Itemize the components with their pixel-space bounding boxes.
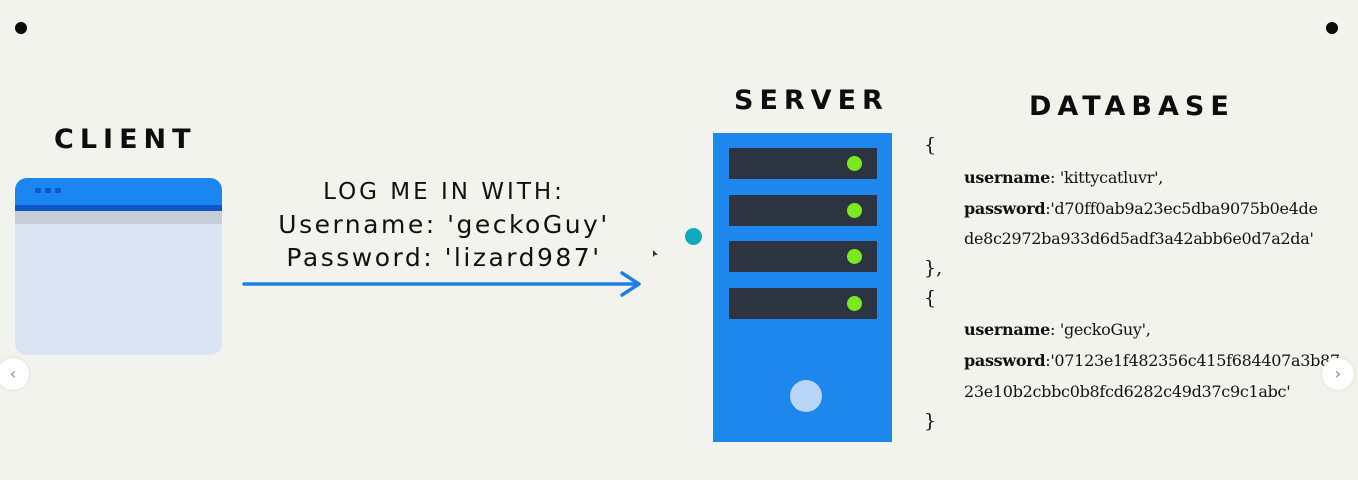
request-heading: LOG ME IN WITH: — [323, 179, 565, 205]
record-password-continued: 23e10b2cbbc0b8fcd6282c49d37c9c1abc' — [964, 382, 1291, 401]
status-led-icon — [847, 296, 862, 311]
browser-titlebar-stripe — [15, 205, 222, 211]
password-key: password — [964, 351, 1046, 370]
password-hash-line-1: :'07123e1f482356c415f684407a3b87 — [1045, 351, 1340, 370]
server-title: SERVER — [734, 85, 889, 116]
window-dot-icon — [55, 188, 61, 193]
mouse-cursor-icon — [653, 250, 658, 257]
record-username: username: 'kittycatluvr', — [964, 168, 1163, 187]
password-hash-line-2: de8c2972ba933d6d5adf3a42abb6e0d7a2da' — [964, 229, 1314, 248]
next-slide-button[interactable]: › — [1322, 358, 1354, 390]
request-password: Password: 'lizard987' — [286, 243, 602, 272]
record-open-brace: { — [924, 134, 937, 156]
login-request-message: LOG ME IN WITH: Username: 'geckoGuy' Pas… — [244, 176, 644, 274]
record-password: password:'d70ff0ab9a23ec5dba9075b0e4de — [964, 199, 1318, 218]
previous-slide-button[interactable]: ‹ — [0, 358, 29, 390]
corner-dot-top-right — [1326, 22, 1338, 34]
record-username: username: 'geckoGuy', — [964, 320, 1151, 339]
password-hash-line-1: :'d70ff0ab9a23ec5dba9075b0e4de — [1045, 199, 1318, 218]
password-key: password — [964, 199, 1046, 218]
server-drive-slot — [729, 148, 877, 179]
chevron-left-icon: ‹ — [9, 364, 17, 383]
power-button-icon — [790, 380, 822, 412]
client-title: CLIENT — [54, 124, 197, 155]
database-title: DATABASE — [1029, 91, 1235, 122]
password-hash-line-2: 23e10b2cbbc0b8fcd6282c49d37c9c1abc' — [964, 382, 1291, 401]
corner-dot-top-left — [15, 22, 27, 34]
connection-dot-icon — [685, 228, 702, 245]
server-tower-icon — [713, 133, 892, 442]
server-drive-slot — [729, 195, 877, 226]
status-led-icon — [847, 249, 862, 264]
client-browser-window-icon — [15, 178, 222, 355]
request-username: Username: 'geckoGuy' — [278, 210, 610, 239]
chevron-right-icon: › — [1334, 364, 1342, 383]
server-drive-slot — [729, 241, 877, 272]
record-close-brace: }, — [924, 257, 943, 279]
username-key: username — [964, 320, 1050, 339]
status-led-icon — [847, 203, 862, 218]
username-value: : 'kittycatluvr', — [1049, 168, 1163, 187]
record-password-continued: de8c2972ba933d6d5adf3a42abb6e0d7a2da' — [964, 229, 1314, 248]
record-close-brace: } — [924, 410, 937, 432]
window-dot-icon — [35, 188, 41, 193]
browser-toolbar — [15, 211, 222, 224]
status-led-icon — [847, 156, 862, 171]
arrow-right-icon — [242, 271, 641, 297]
server-drive-slot — [729, 288, 877, 319]
record-password: password:'07123e1f482356c415f684407a3b87 — [964, 351, 1340, 370]
record-open-brace: { — [924, 287, 937, 309]
browser-titlebar — [15, 178, 222, 205]
username-key: username — [964, 168, 1050, 187]
username-value: : 'geckoGuy', — [1049, 320, 1151, 339]
window-dot-icon — [45, 188, 51, 193]
